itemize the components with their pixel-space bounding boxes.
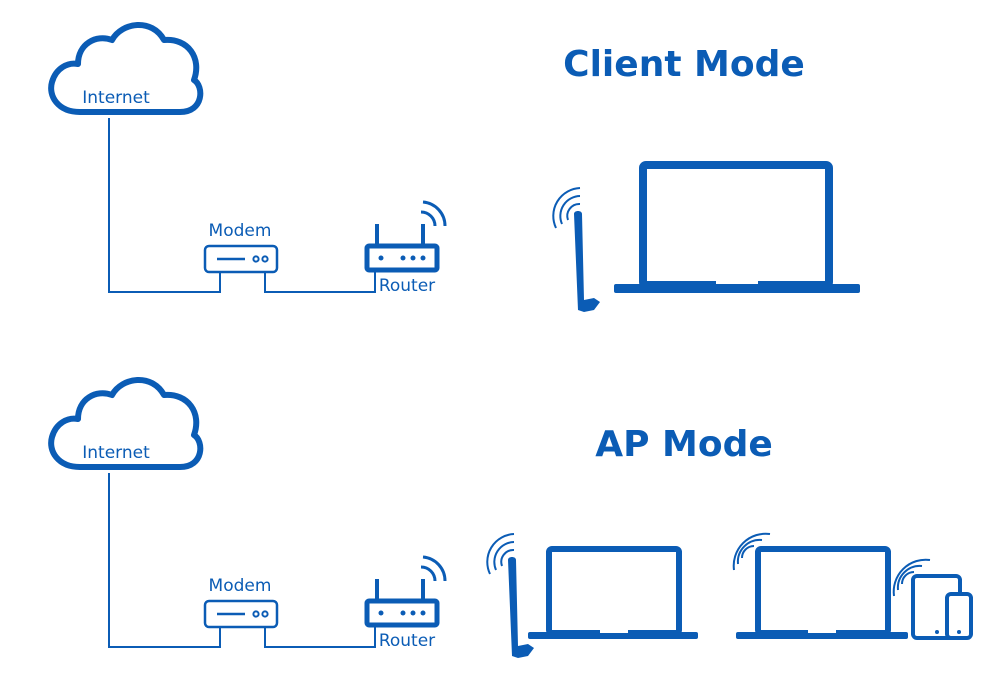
smartphone-icon (945, 592, 973, 640)
laptop-icon (736, 546, 908, 639)
internet-label: Internet (82, 88, 150, 108)
modem-label: Modem (209, 221, 272, 241)
laptop-icon (614, 161, 860, 293)
internet-modem-line (108, 118, 221, 293)
router-label: Router (379, 631, 435, 651)
usb-wifi-adapter-icon (486, 533, 535, 659)
laptop-icon (528, 546, 698, 639)
client-mode-title: Client Mode (563, 44, 805, 85)
usb-wifi-adapter-icon (552, 187, 601, 313)
modem-label: Modem (209, 576, 272, 596)
internet-label: Internet (82, 443, 150, 463)
internet-modem-line (108, 473, 221, 648)
modem-router-line (264, 625, 376, 648)
client-mode-section: Internet Modem Router Client Mode (51, 25, 860, 313)
modem-router-line (264, 270, 376, 293)
ap-mode-section: Internet Modem Router AP Mode (51, 380, 973, 659)
router-label: Router (379, 276, 435, 296)
modem-icon (203, 244, 279, 274)
ap-mode-title: AP Mode (595, 424, 773, 465)
router-icon (367, 557, 445, 625)
router-icon (367, 202, 445, 270)
modem-icon (203, 599, 279, 629)
